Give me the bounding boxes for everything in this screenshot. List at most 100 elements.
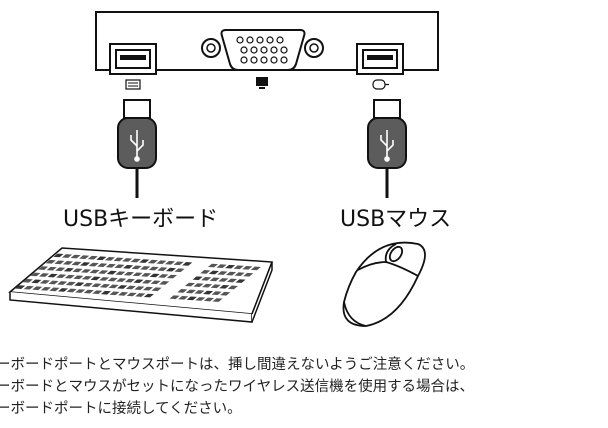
keyboard-key [124,278,135,283]
keyboard-key [45,259,56,264]
keyboard-key [225,271,237,276]
keyboard-key [208,270,219,275]
keyboard-key [65,281,76,286]
keyboard-key [216,264,227,268]
keyboard-key [235,279,246,283]
keyboard-key [66,288,77,293]
keyboard-key [141,279,153,284]
keyboard-key [151,287,162,292]
keyboard-key [134,286,145,290]
keyboard-key [141,273,152,277]
keyboard-key [117,285,128,289]
keyboard-key [125,285,136,290]
keyboard-key [73,275,84,280]
keyboard-key [38,266,49,270]
note-line-3: ーボードポートに接続してください。 [0,401,242,417]
keyboard-key [107,277,118,282]
keyboard-key [142,286,154,291]
keyboard-key [53,253,64,258]
connection-diagram [8,11,439,327]
keyboard-key [99,283,111,288]
keyboard-key [72,268,83,273]
keyboard-key [49,287,60,292]
keyboard-key [139,259,150,263]
keyboard-key [227,285,238,290]
keyboard-key [57,281,68,285]
note-line-1: ーボードポートとマウスポートは、挿し間違えないようご注意ください。 [0,357,475,373]
keyboard-key [63,267,74,272]
keyboard-key [158,274,169,278]
keyboard-key [133,279,144,284]
keyboard-key [48,280,59,285]
keyboard-key [82,282,93,287]
keyboard-key [81,275,93,280]
keyboard-key [122,258,133,262]
keyboard-key [47,273,58,278]
keyboard-key [210,284,221,289]
keyboard-key [242,265,253,270]
keyboard-key [226,278,238,283]
notes: ーボードポートとマウスポートは、挿し間違えないようご注意ください。 ーボードとマ… [0,354,608,420]
keyboard-key [233,265,244,270]
keyboard-key [30,272,41,277]
keyboard-key [185,289,196,294]
keyboard-key [234,272,245,277]
mouse-illustration [342,241,426,327]
keyboard-key [149,273,160,278]
keyboard-key [212,298,223,302]
keyboard-illustration [8,247,274,323]
keyboard-key [15,285,26,289]
keyboard-key [115,271,126,276]
keyboard-key [195,297,206,301]
keyboard-key [113,257,124,262]
keyboard-key [130,258,141,263]
keyboard-key [201,276,212,281]
keyboard-key [159,281,170,285]
keyboard-key [156,260,167,265]
keyboard-key [219,284,230,289]
keyboard-key [75,289,86,293]
keyboard-key [116,278,127,282]
keyboard-key [174,268,185,273]
keyboard-key [165,267,177,272]
usb-port-keyboard [109,43,157,90]
keyboard-icon [125,79,141,90]
vga-port [201,29,324,89]
keyboard-key [71,261,82,266]
usb-icon [380,130,394,162]
usb-connector-mouse [367,99,407,198]
keyboard-key [80,269,92,273]
keyboard-key [57,288,69,292]
keyboard-key [92,290,103,295]
keyboard-key [87,255,98,260]
keyboard-key [140,266,151,270]
keyboard-key [202,290,214,295]
keyboard-key [150,280,161,285]
keyboard-key [90,276,101,281]
keyboard-key [143,293,154,298]
keyboard-key [148,266,159,271]
keyboard-key [243,272,254,277]
keyboard-key [192,276,203,281]
keyboard-key [203,297,215,302]
note-line-2: ーボードとマウスがセットになったワイヤレス送信機を使用する場合は、 [0,379,475,395]
keyboard-key [70,254,81,259]
keyboard-key [218,278,229,282]
keyboard-key [169,295,180,300]
keyboard-key [104,256,116,261]
keyboard-key [126,292,137,297]
keyboard-key [225,264,236,269]
keyboard-key [96,256,107,261]
keyboard-key [22,278,33,283]
usb-port-mouse [356,43,404,90]
keyboard-key [23,285,34,290]
keyboard-key [184,282,196,287]
monitor-icon [256,77,268,89]
keyboard-key [193,283,204,287]
keyboard-key [46,266,57,271]
keyboard-key [194,290,205,294]
keyboard-key [135,293,146,297]
keyboard-key [108,284,119,289]
keyboard-key [54,260,65,265]
keyboard-key [88,262,99,267]
